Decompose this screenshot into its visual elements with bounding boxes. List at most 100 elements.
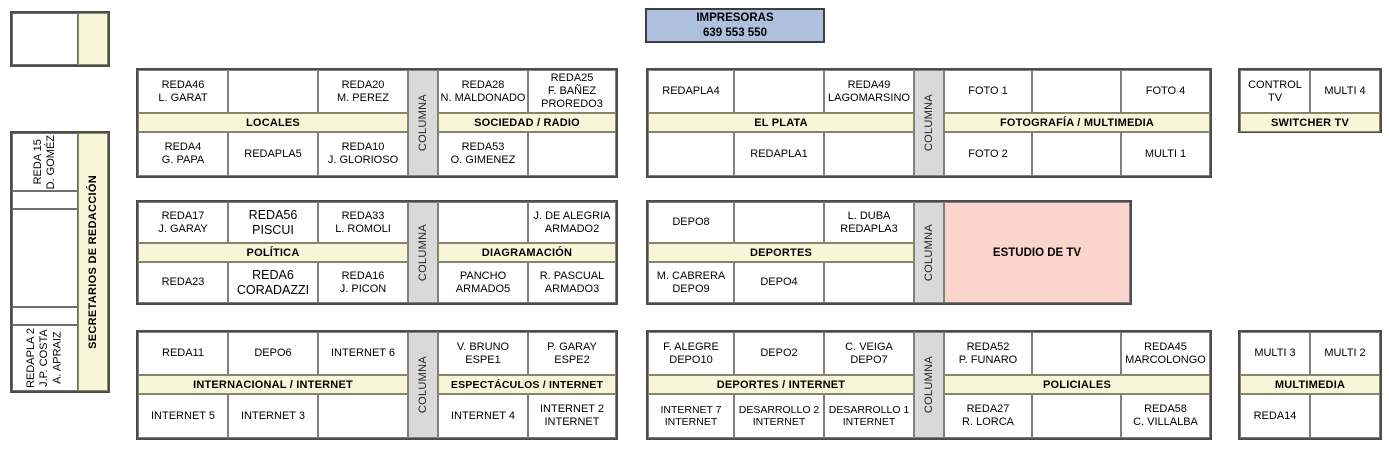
left-top-box-empty-cell[interactable] — [12, 13, 78, 65]
row1-left-frame — [136, 68, 618, 178]
deportes-internet-top-1[interactable]: F. ALEGRE DEPO10 — [648, 332, 734, 375]
espectaculos-top-2[interactable]: P. GARAY ESPE2 — [528, 332, 616, 375]
deportes-internet-bottom-1[interactable]: INTERNET 7 INTERNET — [648, 394, 734, 438]
sociedad-radio-bottom-2[interactable] — [528, 132, 616, 176]
policiales-band: POLICIALES — [944, 375, 1210, 394]
deportes-internet-bottom-2[interactable]: DESARROLLO 2 INTERNET — [734, 394, 824, 438]
deportes-bottom-2[interactable]: DEPO4 — [734, 262, 824, 303]
internacional-bottom-2[interactable]: INTERNET 3 — [228, 394, 318, 438]
deportes-top-3[interactable]: L. DUBA REDAPLA3 — [824, 202, 914, 243]
fotografia-bottom-3[interactable]: MULTI 1 — [1121, 132, 1210, 176]
sociedad-radio-bottom-1[interactable]: REDA53 O. GIMENEZ — [438, 132, 528, 176]
diagramacion-bottom-1[interactable]: PANCHO ARMADO5 — [438, 262, 528, 303]
locales-bottom-3[interactable]: REDA10 J. GLORIOSO — [318, 132, 408, 176]
politica-top-3[interactable]: REDA33 L. ROMOLI — [318, 202, 408, 243]
espectaculos-bottom-1[interactable]: INTERNET 4 — [438, 394, 528, 438]
politica-bottom-3[interactable]: REDA16 J. PICON — [318, 262, 408, 303]
politica-top-1[interactable]: REDA17 J. GARAY — [138, 202, 228, 243]
printers-header: IMPRESORAS 639 553 550 — [645, 8, 825, 43]
estudio-de-tv-block[interactable]: ESTUDIO DE TV — [944, 202, 1130, 303]
locales-bottom-2[interactable]: REDAPLA5 — [228, 132, 318, 176]
deportes-band: DEPORTES — [648, 243, 914, 262]
diagramacion-bottom-2[interactable]: R. PASCUAL ARMADO3 — [528, 262, 616, 303]
diagramacion-top-1[interactable] — [438, 202, 528, 243]
deportes-top-1[interactable]: DEPO8 — [648, 202, 734, 243]
internacional-band: INTERNACIONAL / INTERNET — [138, 375, 408, 394]
sidebar-cell-reda15[interactable]: REDA 15 D. GOMÉZ — [12, 133, 78, 191]
politica-bottom-1[interactable]: REDA23 — [138, 262, 228, 303]
switcher-tv-top-1[interactable]: CONTROL TV — [1240, 70, 1310, 113]
el-plata-top-2[interactable] — [734, 70, 824, 113]
sidebar-cell-blank-3[interactable] — [12, 307, 78, 325]
fotografia-top-3[interactable]: FOTO 4 — [1121, 70, 1210, 113]
switcher-tv-frame — [1238, 68, 1382, 133]
el-plata-top-1[interactable]: REDAPLA4 — [648, 70, 734, 113]
diagramacion-top-2[interactable]: J. DE ALEGRIA ARMADO2 — [528, 202, 616, 243]
fotografia-bottom-2[interactable] — [1032, 132, 1121, 176]
el-plata-bottom-3[interactable] — [824, 132, 914, 176]
policiales-bottom-3[interactable]: REDA58 C. VILLALBA — [1121, 394, 1210, 438]
row3-left-frame — [136, 330, 618, 440]
deportes-bottom-3[interactable] — [824, 262, 914, 303]
el-plata-band: EL PLATA — [648, 113, 914, 132]
multimedia-frame — [1238, 330, 1382, 440]
printers-title: IMPRESORAS — [696, 12, 774, 25]
sidebar-cell-blank-2[interactable] — [12, 209, 78, 307]
multimedia-bottom-2[interactable] — [1310, 394, 1380, 438]
internacional-top-2[interactable]: DEPO6 — [228, 332, 318, 375]
multimedia-band: MULTIMEDIA — [1240, 375, 1380, 394]
row3-right-frame — [646, 330, 1212, 440]
columna-row2-left: COLUMNA — [408, 202, 438, 303]
left-top-box-frame — [10, 11, 110, 67]
deportes-top-2[interactable] — [734, 202, 824, 243]
columna-row3-left: COLUMNA — [408, 332, 438, 438]
fotografia-top-2[interactable] — [1032, 70, 1121, 113]
policiales-bottom-1[interactable]: REDA27 R. LORCA — [944, 394, 1032, 438]
fotografia-bottom-1[interactable]: FOTO 2 — [944, 132, 1032, 176]
el-plata-top-3[interactable]: REDA49 LAGOMARSINO — [824, 70, 914, 113]
internacional-top-3[interactable]: INTERNET 6 — [318, 332, 408, 375]
policiales-top-3[interactable]: REDA45 MARCOLONGO — [1121, 332, 1210, 375]
secretarios-band: SECRETARIOS DE REDACCIÓN — [78, 133, 108, 391]
switcher-tv-band: SWITCHER TV — [1240, 113, 1380, 132]
politica-bottom-2[interactable]: REDA6 CORADAZZI — [228, 262, 318, 303]
multimedia-bottom-1[interactable]: REDA14 — [1240, 394, 1310, 438]
multimedia-top-2[interactable]: MULTI 2 — [1310, 332, 1380, 375]
secretarios-frame — [10, 131, 110, 393]
politica-top-2[interactable]: REDA56 PISCUI — [228, 202, 318, 243]
sidebar-cell-redapla2[interactable]: REDAPLA 2 J.P. COSTA A. APRAIZ — [12, 325, 78, 391]
policiales-bottom-2[interactable] — [1032, 394, 1121, 438]
deportes-internet-top-3[interactable]: C. VEIGA DEPO7 — [824, 332, 914, 375]
locales-top-2[interactable] — [228, 70, 318, 113]
internacional-top-1[interactable]: REDA11 — [138, 332, 228, 375]
deportes-bottom-1[interactable]: M. CABRERA DEPO9 — [648, 262, 734, 303]
el-plata-bottom-2[interactable]: REDAPLA1 — [734, 132, 824, 176]
internacional-bottom-1[interactable]: INTERNET 5 — [138, 394, 228, 438]
multimedia-top-1[interactable]: MULTI 3 — [1240, 332, 1310, 375]
left-top-box-strip — [78, 13, 108, 65]
columna-row1-left: COLUMNA — [408, 70, 438, 176]
columna-row2-right: COLUMNA — [914, 202, 944, 303]
sidebar-cell-blank-1[interactable] — [12, 191, 78, 209]
switcher-tv-top-2[interactable]: MULTI 4 — [1310, 70, 1380, 113]
deportes-internet-bottom-3[interactable]: DESARROLLO 1 INTERNET — [824, 394, 914, 438]
policiales-top-1[interactable]: REDA52 P. FUNARO — [944, 332, 1032, 375]
printers-numbers: 639 553 550 — [703, 26, 767, 39]
espectaculos-bottom-2[interactable]: INTERNET 2 INTERNET — [528, 394, 616, 438]
locales-top-1[interactable]: REDA46 L. GARAT — [138, 70, 228, 113]
sociedad-radio-top-1[interactable]: REDA28 N. MALDONADO — [438, 70, 528, 113]
fotografia-top-1[interactable]: FOTO 1 — [944, 70, 1032, 113]
politica-band: POLÍTICA — [138, 243, 408, 262]
policiales-top-2[interactable] — [1032, 332, 1121, 375]
el-plata-bottom-1[interactable] — [648, 132, 734, 176]
locales-bottom-1[interactable]: REDA4 G. PAPA — [138, 132, 228, 176]
diagramacion-band: DIAGRAMACIÓN — [438, 243, 616, 262]
sociedad-radio-top-2[interactable]: REDA25 F. BAÑEZ PROREDO3 — [528, 70, 616, 113]
espectaculos-band: ESPECTÁCULOS / INTERNET — [438, 375, 616, 394]
locales-top-3[interactable]: REDA20 M. PEREZ — [318, 70, 408, 113]
row1-right-frame — [646, 68, 1212, 178]
locales-band: LOCALES — [138, 113, 408, 132]
espectaculos-top-1[interactable]: V. BRUNO ESPE1 — [438, 332, 528, 375]
internacional-bottom-3[interactable] — [318, 394, 408, 438]
deportes-internet-top-2[interactable]: DEPO2 — [734, 332, 824, 375]
